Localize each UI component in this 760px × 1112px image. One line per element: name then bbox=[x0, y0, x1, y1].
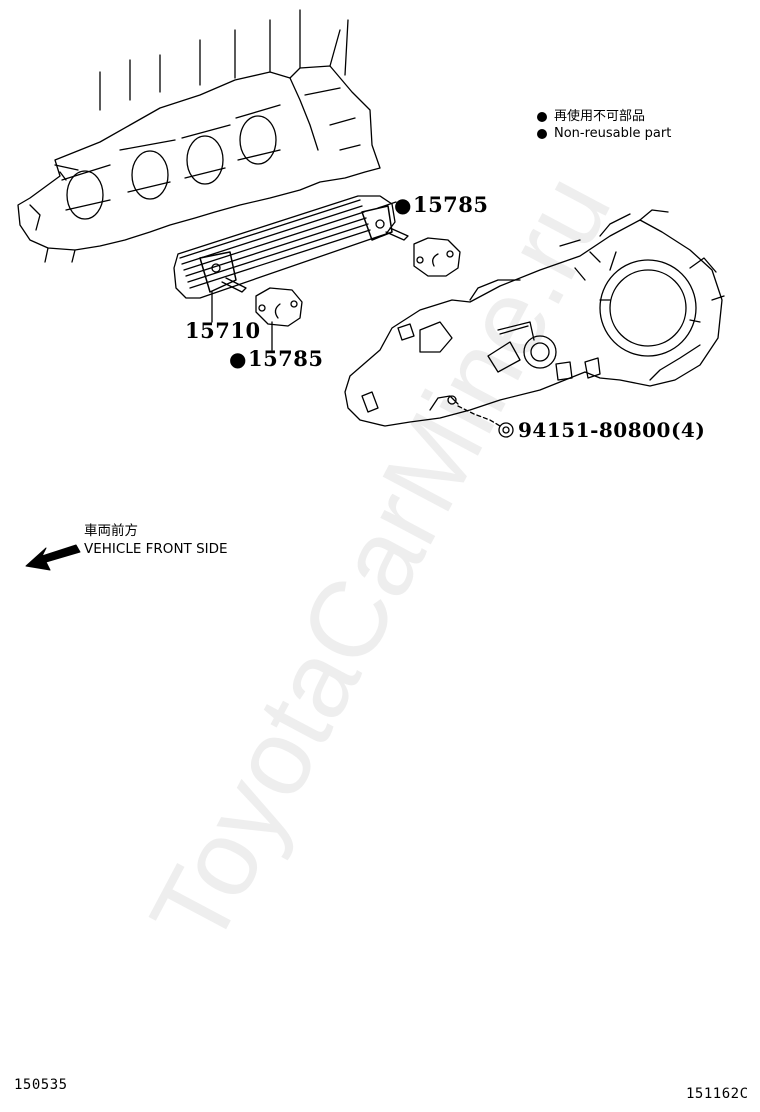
legend-row-en: Non-reusable part bbox=[537, 125, 671, 142]
legend-jp: 再使用不可部品 bbox=[554, 109, 646, 124]
nut-94151 bbox=[498, 422, 514, 438]
leader-15785-upper bbox=[377, 201, 397, 209]
non-reusable-bullet-icon: ● bbox=[229, 347, 247, 371]
callout-text: 15785 bbox=[247, 346, 324, 371]
vehicle-front-text: 車両前方 VEHICLE FRONT SIDE bbox=[84, 522, 228, 558]
gasket-lower bbox=[255, 287, 303, 327]
callout-text: 94151-80800(4) bbox=[518, 418, 706, 442]
callout-15785-lower: ●15785 bbox=[229, 348, 324, 369]
callout-text: 15710 bbox=[185, 318, 261, 343]
front-arrow-icon bbox=[25, 544, 81, 571]
vehicle-front-en: VEHICLE FRONT SIDE bbox=[84, 541, 228, 557]
oil-filter-bracket bbox=[344, 209, 725, 427]
engine-block bbox=[17, 9, 381, 263]
non-reusable-dot-icon bbox=[537, 111, 547, 122]
diagram-code-right: 151162C bbox=[686, 1086, 749, 1102]
callout-text: 15785 bbox=[412, 192, 489, 217]
callout-15785-upper: ●15785 bbox=[394, 194, 489, 215]
vehicle-front-jp: 車両前方 bbox=[84, 523, 138, 539]
oil-cooler-15710 bbox=[173, 195, 409, 299]
legend: 再使用不可部品 Non-reusable part bbox=[537, 108, 671, 142]
diagram-code-left: 150535 bbox=[14, 1077, 68, 1093]
non-reusable-dot-icon bbox=[537, 128, 547, 139]
legend-row-jp: 再使用不可部品 bbox=[537, 108, 671, 125]
legend-en: Non-reusable part bbox=[554, 126, 672, 141]
non-reusable-bullet-icon: ● bbox=[394, 193, 412, 217]
callout-15710: 15710 bbox=[185, 320, 261, 341]
callout-94151: 94151-80800(4) bbox=[518, 420, 705, 440]
gasket-upper bbox=[413, 237, 461, 277]
